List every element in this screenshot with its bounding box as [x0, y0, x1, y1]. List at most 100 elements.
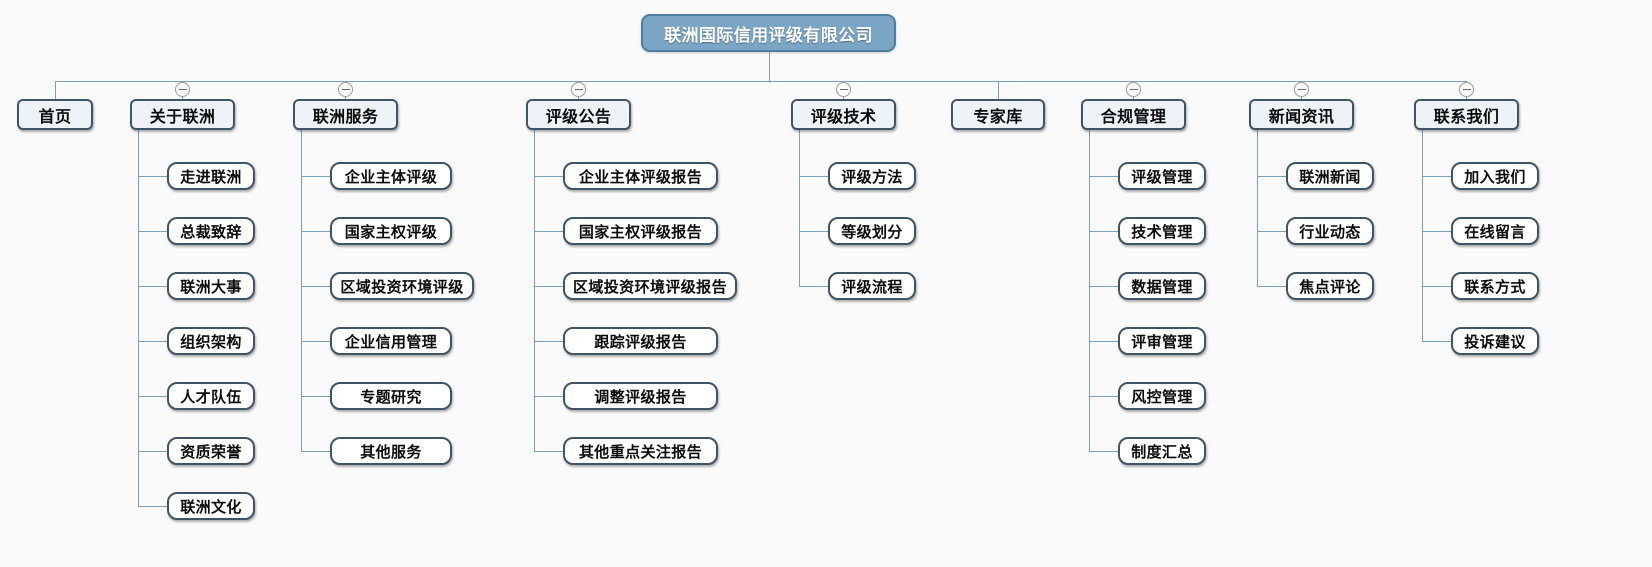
submenu-item[interactable]: 走进联洲: [167, 162, 255, 190]
connector-vertical: [55, 81, 56, 99]
connector-vertical: [799, 130, 800, 286]
connector-horizontal: [301, 231, 330, 232]
connector-vertical: [1133, 81, 1134, 99]
connector-horizontal: [301, 176, 330, 177]
collapse-minus-icon[interactable]: [1126, 82, 1141, 97]
connector-horizontal: [1422, 286, 1451, 287]
submenu-item[interactable]: 人才队伍: [167, 382, 255, 410]
collapse-minus-icon[interactable]: [571, 82, 586, 97]
submenu-item[interactable]: 总裁致辞: [167, 217, 255, 245]
submenu-item[interactable]: 等级划分: [828, 217, 916, 245]
collapse-minus-icon[interactable]: [1294, 82, 1309, 97]
submenu-item[interactable]: 其他服务: [330, 437, 452, 465]
submenu-item[interactable]: 其他重点关注报告: [563, 437, 718, 465]
connector-horizontal: [1422, 231, 1451, 232]
nav-item-compliance[interactable]: 合规管理: [1081, 99, 1186, 130]
connector-horizontal: [301, 286, 330, 287]
connector-horizontal: [301, 396, 330, 397]
submenu-item[interactable]: 企业主体评级报告: [563, 162, 718, 190]
connector-horizontal: [138, 286, 167, 287]
connector-vertical: [769, 52, 770, 81]
nav-item-news[interactable]: 新闻资讯: [1249, 99, 1354, 130]
connector-horizontal: [1089, 231, 1118, 232]
connector-vertical: [182, 81, 183, 99]
submenu-item[interactable]: 组织架构: [167, 327, 255, 355]
nav-item-home[interactable]: 首页: [17, 99, 93, 130]
connector-horizontal: [55, 81, 1466, 82]
connector-horizontal: [138, 506, 167, 507]
nav-item-announcements[interactable]: 评级公告: [526, 99, 631, 130]
connector-horizontal: [534, 396, 563, 397]
submenu-item[interactable]: 评审管理: [1118, 327, 1206, 355]
nav-item-technology[interactable]: 评级技术: [791, 99, 896, 130]
connector-vertical: [1089, 130, 1090, 451]
submenu-item[interactable]: 联系方式: [1451, 272, 1539, 300]
connector-horizontal: [1089, 396, 1118, 397]
connector-horizontal: [534, 341, 563, 342]
submenu-item[interactable]: 联洲新闻: [1286, 162, 1374, 190]
connector-horizontal: [799, 231, 828, 232]
submenu-item[interactable]: 联洲文化: [167, 492, 255, 520]
submenu-item[interactable]: 在线留言: [1451, 217, 1539, 245]
collapse-minus-icon[interactable]: [175, 82, 190, 97]
connector-horizontal: [1089, 451, 1118, 452]
nav-item-contact[interactable]: 联系我们: [1414, 99, 1519, 130]
connector-horizontal: [534, 231, 563, 232]
collapse-minus-icon[interactable]: [338, 82, 353, 97]
submenu-item[interactable]: 国家主权评级: [330, 217, 452, 245]
connector-vertical: [1466, 81, 1467, 99]
submenu-item[interactable]: 焦点评论: [1286, 272, 1374, 300]
connector-horizontal: [1089, 286, 1118, 287]
connector-horizontal: [534, 286, 563, 287]
nav-item-about[interactable]: 关于联洲: [130, 99, 235, 130]
connector-horizontal: [1422, 341, 1451, 342]
submenu-item[interactable]: 评级流程: [828, 272, 916, 300]
submenu-item[interactable]: 技术管理: [1118, 217, 1206, 245]
collapse-minus-icon[interactable]: [1459, 82, 1474, 97]
submenu-item[interactable]: 制度汇总: [1118, 437, 1206, 465]
connector-vertical: [138, 130, 139, 506]
nav-item-experts[interactable]: 专家库: [951, 99, 1045, 130]
connector-vertical: [998, 81, 999, 99]
connector-vertical: [534, 130, 535, 451]
connector-horizontal: [534, 451, 563, 452]
submenu-item[interactable]: 区域投资环境评级: [330, 272, 474, 300]
nav-item-services[interactable]: 联洲服务: [293, 99, 398, 130]
connector-vertical: [843, 81, 844, 99]
connector-horizontal: [301, 341, 330, 342]
root-node[interactable]: 联洲国际信用评级有限公司: [641, 14, 896, 52]
submenu-item[interactable]: 加入我们: [1451, 162, 1539, 190]
connector-horizontal: [1257, 176, 1286, 177]
connector-horizontal: [1422, 176, 1451, 177]
submenu-item[interactable]: 调整评级报告: [563, 382, 718, 410]
collapse-minus-icon[interactable]: [836, 82, 851, 97]
connector-horizontal: [1089, 176, 1118, 177]
submenu-item[interactable]: 专题研究: [330, 382, 452, 410]
connector-horizontal: [138, 341, 167, 342]
connector-horizontal: [301, 451, 330, 452]
connector-horizontal: [1089, 341, 1118, 342]
submenu-item[interactable]: 投诉建议: [1451, 327, 1539, 355]
connector-horizontal: [138, 231, 167, 232]
connector-horizontal: [799, 176, 828, 177]
submenu-item[interactable]: 行业动态: [1286, 217, 1374, 245]
connector-horizontal: [138, 451, 167, 452]
connector-horizontal: [138, 176, 167, 177]
submenu-item[interactable]: 数据管理: [1118, 272, 1206, 300]
submenu-item[interactable]: 评级管理: [1118, 162, 1206, 190]
submenu-item[interactable]: 区域投资环境评级报告: [563, 272, 737, 300]
submenu-item[interactable]: 国家主权评级报告: [563, 217, 718, 245]
connector-vertical: [345, 81, 346, 99]
submenu-item[interactable]: 跟踪评级报告: [563, 327, 718, 355]
submenu-item[interactable]: 资质荣誉: [167, 437, 255, 465]
connector-vertical: [301, 130, 302, 451]
submenu-item[interactable]: 联洲大事: [167, 272, 255, 300]
submenu-item[interactable]: 企业主体评级: [330, 162, 452, 190]
connector-vertical: [1301, 81, 1302, 99]
submenu-item[interactable]: 风控管理: [1118, 382, 1206, 410]
connector-vertical: [1422, 130, 1423, 341]
submenu-item[interactable]: 企业信用管理: [330, 327, 452, 355]
submenu-item[interactable]: 评级方法: [828, 162, 916, 190]
connector-vertical: [578, 81, 579, 99]
